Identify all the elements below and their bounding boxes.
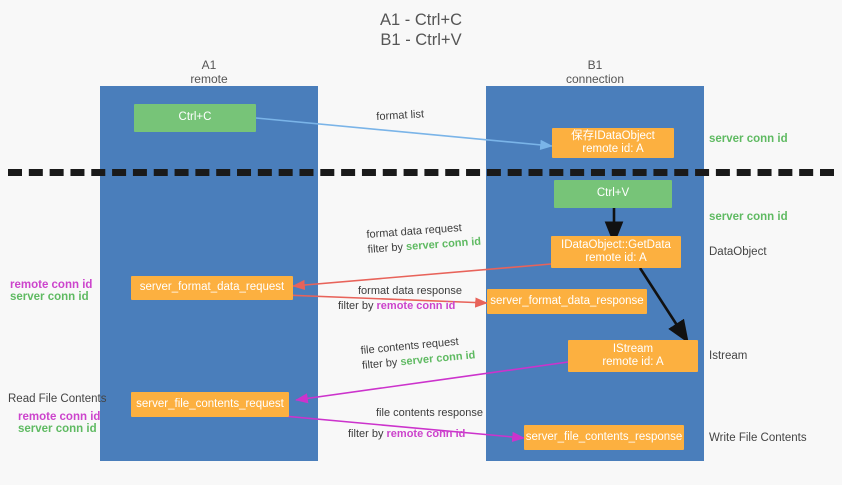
- edge-label-format-list: format list: [376, 107, 424, 125]
- box-server-format-data-request-label: server_format_data_request: [139, 281, 285, 294]
- right-label-write-file-contents: Write File Contents: [709, 432, 807, 444]
- column-header-b1: B1 connection: [516, 58, 674, 86]
- filter-by-prefix-1: filter by: [367, 241, 407, 256]
- diagram-title-line-1: A1 - Ctrl+C: [379, 11, 463, 29]
- edge-label-file-contents-response-line-2: filter by remote conn id: [348, 427, 483, 442]
- box-save-idataobject-line-1: 保存IDataObject: [571, 129, 655, 142]
- filter-key-remote-conn-id-1: remote conn id: [376, 300, 456, 312]
- left-label-server-conn-id-2: server conn id: [18, 423, 97, 435]
- box-ctrl-c[interactable]: Ctrl+C: [134, 104, 256, 132]
- filter-by-prefix-2: filter by: [338, 300, 377, 312]
- filter-by-prefix-4: filter by: [348, 428, 387, 440]
- right-label-server-conn-id-1: server conn id: [709, 133, 788, 145]
- edge-label-format-data-response-line-2: filter by remote conn id: [338, 299, 462, 314]
- right-label-server-conn-id-2: server conn id: [709, 211, 788, 223]
- filter-key-remote-conn-id-2: remote conn id: [386, 428, 466, 440]
- box-istream[interactable]: IStream remote id: A: [568, 340, 698, 372]
- column-header-a1-name: A1: [201, 58, 217, 72]
- left-label-read-file-contents: Read File Contents: [8, 393, 107, 405]
- phase-divider: [8, 169, 834, 176]
- box-server-file-contents-response-label: server_file_contents_response: [525, 430, 683, 443]
- right-label-istream: Istream: [709, 350, 748, 362]
- box-save-idataobject[interactable]: 保存IDataObject remote id: A: [552, 128, 674, 158]
- edge-label-file-contents-response-line-1: file contents response: [376, 407, 484, 419]
- box-ctrl-v-label: Ctrl+V: [596, 187, 630, 200]
- box-ctrl-c-label: Ctrl+C: [178, 111, 212, 124]
- box-idataobject-getdata-line-1: IDataObject::GetData: [561, 238, 671, 251]
- box-server-file-contents-response[interactable]: server_file_contents_response: [524, 425, 684, 450]
- box-idataobject-getdata-line-2: remote id: A: [585, 252, 647, 264]
- column-header-b1-name: B1: [587, 58, 603, 72]
- left-label-server-conn-id-1: server conn id: [10, 291, 89, 303]
- edge-label-format-data-request: format data request filter by server con…: [366, 220, 482, 258]
- column-header-a1-sub: remote: [190, 72, 228, 86]
- edge-label-format-data-response-line-1: format data response: [358, 285, 462, 297]
- box-server-format-data-response[interactable]: server_format_data_response: [487, 289, 647, 314]
- box-server-file-contents-request-label: server_file_contents_request: [136, 397, 284, 410]
- box-ctrl-v[interactable]: Ctrl+V: [554, 180, 672, 208]
- edge-label-format-list-text: format list: [376, 108, 425, 123]
- box-server-format-data-request[interactable]: server_format_data_request: [131, 276, 293, 300]
- diagram-title-line-2: B1 - Ctrl+V: [380, 31, 462, 49]
- filter-by-prefix-3: filter by: [361, 356, 401, 372]
- edge-label-file-contents-response: file contents response filter by remote …: [348, 406, 484, 442]
- edge-label-file-contents-request: file contents request filter by server c…: [360, 333, 476, 374]
- box-idataobject-getdata[interactable]: IDataObject::GetData remote id: A: [551, 236, 681, 268]
- edge-label-format-data-response: format data response filter by remote co…: [338, 284, 462, 314]
- column-header-b1-sub: connection: [565, 72, 625, 86]
- box-server-file-contents-request[interactable]: server_file_contents_request: [131, 392, 289, 417]
- box-save-idataobject-line-2: remote id: A: [582, 143, 644, 155]
- box-server-format-data-response-label: server_format_data_response: [490, 294, 644, 307]
- left-label-remote-conn-id-2: remote conn id: [18, 411, 101, 423]
- box-istream-line-1: IStream: [612, 342, 654, 355]
- filter-key-server-conn-id-1: server conn id: [405, 235, 482, 254]
- left-label-remote-conn-id-1: remote conn id: [10, 279, 93, 291]
- box-istream-line-2: remote id: A: [602, 356, 664, 368]
- right-label-dataobject: DataObject: [709, 246, 767, 258]
- column-header-a1: A1 remote: [130, 58, 288, 86]
